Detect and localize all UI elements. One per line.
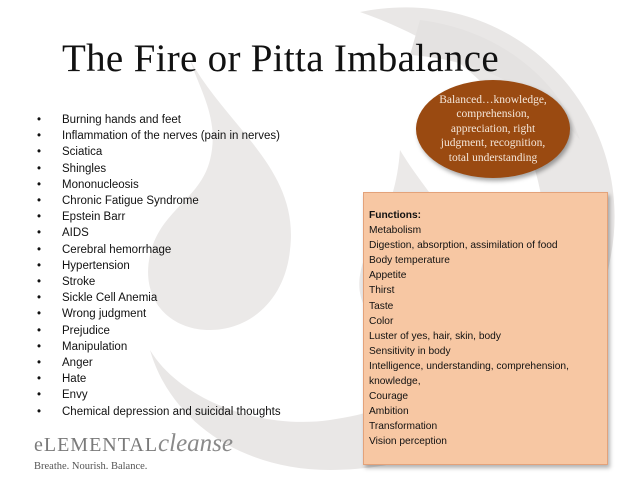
functions-list: Metabolism Digestion, absorption, assimi… xyxy=(369,223,603,449)
list-item: Cerebral hemorrhage xyxy=(37,242,281,258)
functions-heading: Functions: xyxy=(369,210,422,221)
balanced-callout-text: Balanced…knowledge, comprehension, appre… xyxy=(439,93,547,164)
function-item: knowledge, xyxy=(369,376,421,388)
function-item: Digestion, absorption, assimilation of f… xyxy=(369,240,558,252)
function-item: Vision perception xyxy=(369,436,447,448)
list-item: Wrong judgment xyxy=(37,306,281,322)
watermark-arc-top xyxy=(410,20,580,140)
function-item: Taste xyxy=(369,300,394,312)
list-item: Hypertension xyxy=(37,258,281,274)
list-item: Prejudice xyxy=(37,323,281,339)
list-item: Chemical depression and suicidal thought… xyxy=(37,404,281,420)
list-item: Mononucleosis xyxy=(37,177,281,193)
list-item: AIDS xyxy=(37,225,281,241)
functions-box: Functions: Metabolism Digestion, absorpt… xyxy=(363,192,608,465)
list-item: Manipulation xyxy=(37,339,281,355)
function-item: Appetite xyxy=(369,270,407,282)
function-item: Intelligence, understanding, comprehensi… xyxy=(369,360,569,372)
list-item: Shingles xyxy=(37,161,281,177)
function-item: Luster of yes, hair, skin, body xyxy=(369,330,501,342)
elemental-cleanse-logo: eLEMENTALcleanse Breathe. Nourish. Balan… xyxy=(34,430,233,472)
imbalance-symptom-list: Burning hands and feet Inflammation of t… xyxy=(37,112,281,420)
list-item: Burning hands and feet xyxy=(37,112,281,128)
list-item: Envy xyxy=(37,387,281,403)
function-item: Courage xyxy=(369,391,409,403)
list-item: Sciatica xyxy=(37,144,281,160)
logo-wordmark: eLEMENTALcleanse xyxy=(34,430,233,461)
list-item: Stroke xyxy=(37,274,281,290)
function-item: Metabolism xyxy=(369,225,422,237)
logo-word-elemental: eLEMENTAL xyxy=(34,434,159,456)
balanced-callout-oval: Balanced…knowledge, comprehension, appre… xyxy=(416,80,570,178)
list-item: Sickle Cell Anemia xyxy=(37,290,281,306)
list-item: Inflammation of the nerves (pain in nerv… xyxy=(37,128,281,144)
slide-title: The Fire or Pitta Imbalance xyxy=(62,37,499,80)
function-item: Color xyxy=(369,315,394,327)
function-item: Transformation xyxy=(369,421,438,433)
logo-word-cleanse: cleanse xyxy=(158,430,233,457)
function-item: Thirst xyxy=(369,285,395,297)
list-item: Hate xyxy=(37,371,281,387)
list-item: Chronic Fatigue Syndrome xyxy=(37,193,281,209)
function-item: Body temperature xyxy=(369,255,450,267)
logo-tagline: Breathe. Nourish. Balance. xyxy=(34,461,148,472)
function-item: Sensitivity in body xyxy=(369,345,451,357)
list-item: Anger xyxy=(37,355,281,371)
function-item: Ambition xyxy=(369,406,409,418)
list-item: Epstein Barr xyxy=(37,209,281,225)
